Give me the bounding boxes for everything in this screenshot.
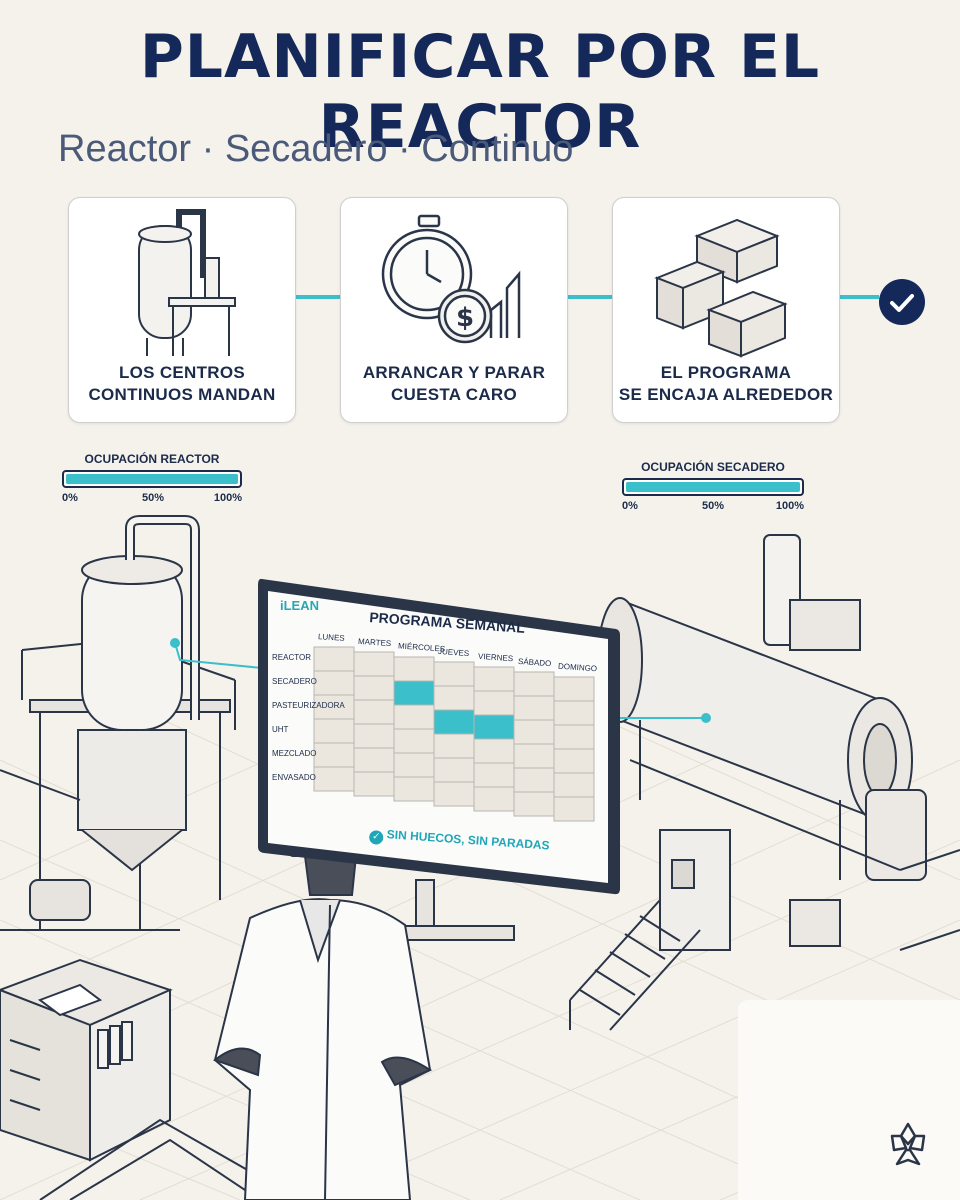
schedule-cell (553, 796, 595, 822)
schedule-row-label: MEZCLADO (272, 749, 317, 758)
gauge-reactor: OCUPACIÓN REACTOR 0% 50% 100% (62, 452, 242, 506)
schedule-cell (353, 675, 395, 701)
schedule-cell (473, 666, 515, 692)
check-icon (879, 279, 925, 325)
schedule-cell (313, 742, 355, 768)
card-label-line: ARRANCAR Y PARAR (362, 363, 546, 382)
blank-panel (738, 1000, 960, 1200)
schedule-cell (553, 676, 595, 702)
schedule-cell (473, 762, 515, 788)
connector-line (296, 295, 340, 299)
schedule-cell (473, 738, 515, 764)
reactor-icon (138, 209, 236, 356)
schedule-cell (393, 728, 435, 754)
schedule-row-label: UHT (272, 725, 289, 734)
schedule-cell (513, 719, 555, 745)
schedule-cell (433, 781, 475, 807)
dryer-equipment (597, 534, 960, 951)
schedule-cell (433, 757, 475, 783)
stopwatch-dollar-icon: $ (381, 214, 521, 344)
card-continuous-centers: LOS CENTROS CONTINUOS MANDAN (68, 197, 296, 423)
page-title: PLANIFICAR POR EL REACTOR (139, 22, 821, 162)
connector-line (568, 295, 612, 299)
gauge-fill (626, 482, 800, 492)
brand-logo-text: iLEAN (280, 598, 319, 613)
svg-text:$: $ (456, 303, 474, 333)
schedule-cell (313, 694, 355, 720)
gauge-label: OCUPACIÓN REACTOR (84, 452, 220, 466)
gauge-tick-mid: 50% (142, 492, 165, 504)
schedule-cell (473, 786, 515, 812)
schedule-row-label: PASTEURIZADORA (272, 701, 345, 710)
schedule-cell (313, 670, 355, 696)
card-label-line: CUESTA CARO (390, 385, 518, 404)
schedule-cell (393, 656, 435, 682)
schedule-cell (313, 646, 355, 672)
schedule-cell (513, 671, 555, 697)
schedule-cell (513, 743, 555, 769)
gauge-bar (622, 478, 804, 496)
card-schedule-fits: EL PROGRAMA SE ENCAJA ALREDEDOR (612, 197, 840, 423)
card-start-stop-cost: $ ARRANCAR Y PARAR CUESTA CARO (340, 197, 568, 423)
schedule-row-label: SECADERO (272, 677, 317, 686)
schedule-cell (513, 791, 555, 817)
gauge-tick-min: 0% (62, 492, 78, 504)
schedule-cell (353, 723, 395, 749)
gauge-bar (62, 470, 242, 488)
card-label-line: LOS CENTROS (118, 363, 246, 382)
engineer-figure (212, 816, 433, 1200)
brand-flower-icon (890, 1122, 926, 1166)
schedule-cell (553, 772, 595, 798)
schedule-cell (393, 752, 435, 778)
page-subtitle: Reactor · Secadero · Continuo (58, 128, 574, 170)
schedule-cell (313, 718, 355, 744)
card-label-line: CONTINUOS MANDAN (88, 385, 276, 404)
schedule-row-label: ENVASADO (272, 773, 316, 782)
schedule-cell (393, 776, 435, 802)
schedule-cell (513, 695, 555, 721)
schedule-cell (553, 724, 595, 750)
gauge-fill (66, 474, 238, 484)
schedule-cell (553, 700, 595, 726)
gauge-label: OCUPACIÓN SECADERO (641, 460, 785, 474)
gauge-secadero: OCUPACIÓN SECADERO 0% 50% 100% (622, 460, 804, 514)
desk (0, 958, 173, 1162)
schedule-display (258, 578, 620, 895)
connector-line (828, 295, 879, 299)
schedule-cell (353, 771, 395, 797)
schedule-cell (393, 704, 435, 730)
schedule-cell (433, 709, 475, 735)
check-circle-icon: ✓ (368, 829, 384, 845)
gauge-tick-min: 0% (622, 500, 638, 512)
reactor-equipment (0, 515, 236, 931)
schedule-cell (393, 680, 435, 706)
card-label-line: EL PROGRAMA (660, 363, 792, 382)
schedule-cell (433, 661, 475, 687)
gauge-tick-max: 100% (775, 500, 804, 512)
puzzle-blocks-icon (654, 218, 788, 358)
schedule-cell (353, 651, 395, 677)
card-label-line: SE ENCAJA ALREDEDOR (618, 385, 834, 404)
stairs (569, 899, 701, 1031)
schedule-cell (353, 747, 395, 773)
schedule-cell (513, 767, 555, 793)
schedule-cell (433, 733, 475, 759)
schedule-cell (553, 748, 595, 774)
schedule-day-header: LUNES (317, 632, 345, 643)
schedule-cell (473, 690, 515, 716)
schedule-cell (433, 685, 475, 711)
schedule-cell (313, 766, 355, 792)
gauge-tick-mid: 50% (702, 500, 725, 512)
gauge-tick-max: 100% (213, 492, 242, 504)
schedule-cell (353, 699, 395, 725)
schedule-cell (473, 714, 515, 740)
schedule-row-label: REACTOR (272, 653, 311, 662)
